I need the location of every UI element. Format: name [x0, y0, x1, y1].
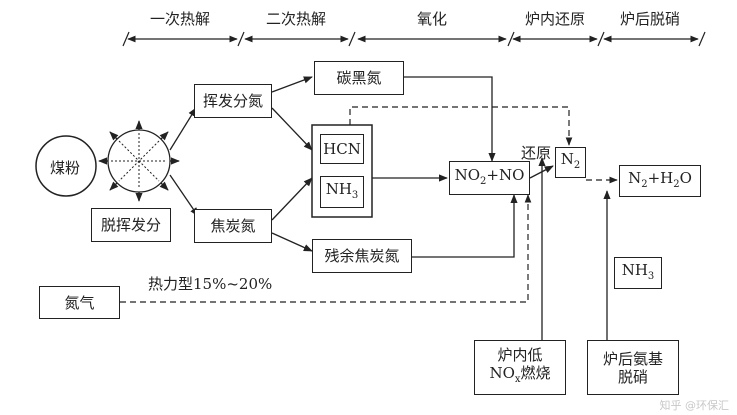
char-n-label: 焦炭氮 [210, 217, 256, 235]
hcn-label: HCN [323, 140, 361, 158]
low-nox-line2: NOx燃烧 [489, 364, 551, 385]
coal-circle [35, 135, 97, 197]
residual-char-n-label: 残余焦炭氮 [324, 247, 400, 265]
post-denox-line2: 脱硝 [617, 367, 648, 386]
stage-secondary-pyrolysis: 二次热解 [265, 10, 327, 28]
soot-n-label: 碳黑氮 [336, 69, 382, 87]
flow-arrows [169, 76, 611, 340]
post-denox-line1: 炉后氨基 [602, 349, 663, 368]
nitrogen-gas-label: 氮气 [64, 293, 95, 312]
hcn-box: HCN [320, 134, 364, 164]
residual-char-n-box: 残余焦炭氮 [312, 239, 412, 273]
char-n-box: 焦炭氮 [194, 209, 272, 243]
nh3-right-box: NH3 [614, 257, 662, 289]
thermal-nox-label-box: 热力型15%~20% [148, 271, 284, 297]
nh3-label: NH3 [325, 179, 359, 201]
devolatilization-label: 脱挥发分 [100, 216, 161, 234]
product-label: N2+H2O [628, 168, 692, 190]
volatile-n-box: 挥发分氮 [194, 84, 272, 118]
volatile-n-label: 挥发分氮 [202, 92, 263, 110]
stage-oxidation: 氧化 [416, 10, 448, 28]
n2-label: N2 [560, 150, 581, 171]
watermark: 知乎 @环保汇 [659, 399, 730, 412]
devolatilization-burst-icon [98, 120, 180, 202]
stage-primary-pyrolysis: 一次热解 [149, 10, 211, 28]
coal-label: 煤粉 [50, 159, 81, 177]
stage-axis [122, 31, 706, 47]
dashed-arrows [120, 106, 618, 303]
low-nox-line1: 炉内低 [497, 346, 543, 364]
devolatilization-box: 脱挥发分 [91, 208, 171, 242]
nh3-right-label: NH3 [621, 260, 655, 282]
product-box: N2+H2O [619, 165, 701, 197]
nox-box: NO2+NO [449, 161, 530, 195]
reduction-label: 还原 [521, 144, 552, 162]
nox-label: NO2+NO [454, 165, 525, 187]
stage-in-furnace-reduction: 炉内还原 [524, 10, 586, 28]
nh3-box: NH3 [320, 176, 364, 208]
n2-box: N2 [555, 147, 586, 178]
post-furnace-ammonia-denox-box: 炉后氨基 脱硝 [587, 340, 679, 395]
low-nox-combustion-box: 炉内低 NOx燃烧 [474, 340, 566, 395]
thermal-nox-label: 热力型15%~20% [148, 275, 273, 293]
soot-n-box: 碳黑氮 [314, 61, 404, 95]
hcn-nh3-group [311, 124, 373, 218]
nitrogen-gas-box: 氮气 [39, 286, 120, 319]
stage-post-furnace-denox: 炉后脱硝 [619, 10, 681, 28]
